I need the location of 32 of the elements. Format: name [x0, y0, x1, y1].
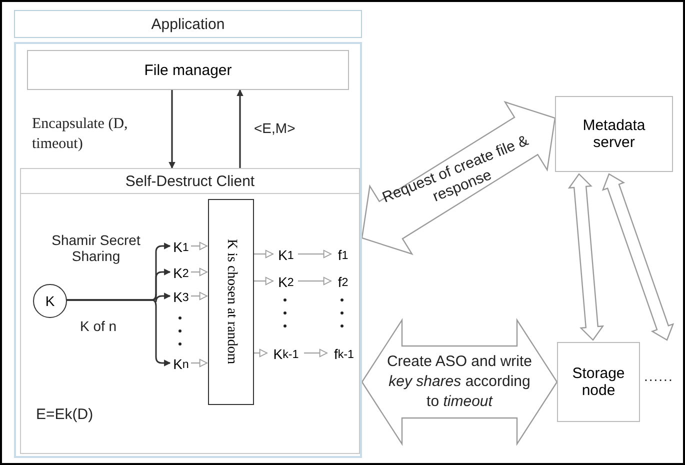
- arrow: [190, 358, 208, 368]
- process-box: Storage node: [557, 342, 640, 422]
- arrow: [298, 250, 332, 258]
- edge-label: Create ASO and write key shares according to timeout: [386, 352, 534, 412]
- arrow: [304, 348, 328, 358]
- key-circle: K: [33, 284, 67, 318]
- arrow: [298, 276, 332, 286]
- arrow: [236, 90, 244, 168]
- annotation-text: E=Ek(D): [36, 406, 94, 423]
- arrow: [190, 268, 208, 276]
- double-block-arrow: [361, 318, 558, 446]
- node-title: Self-Destruct Client: [21, 169, 359, 194]
- double-block-arrow: [602, 173, 674, 341]
- annotation-text: K of n: [80, 318, 117, 334]
- process-box: K is chosen at random: [208, 199, 254, 405]
- ellipsis-text: ......: [644, 368, 674, 384]
- edge-label: Encapsulate (D, timeout): [32, 115, 129, 154]
- double-block-arrow: [568, 173, 604, 341]
- arrow: [190, 242, 208, 250]
- edge-label: <E,M>: [254, 120, 296, 136]
- arrow: [252, 348, 268, 358]
- double-block-arrow: [361, 100, 556, 256]
- client-box: [20, 168, 360, 454]
- annotation-text: Shamir Secret Sharing: [50, 232, 142, 264]
- arrow: [190, 292, 208, 300]
- process-box: Metadata server: [555, 96, 673, 172]
- title-band: Application: [14, 10, 362, 38]
- arrow: [252, 250, 274, 258]
- arrow: [66, 299, 170, 366]
- arrow: [252, 276, 274, 286]
- process-box: File manager: [27, 50, 349, 90]
- arrow: [168, 90, 176, 168]
